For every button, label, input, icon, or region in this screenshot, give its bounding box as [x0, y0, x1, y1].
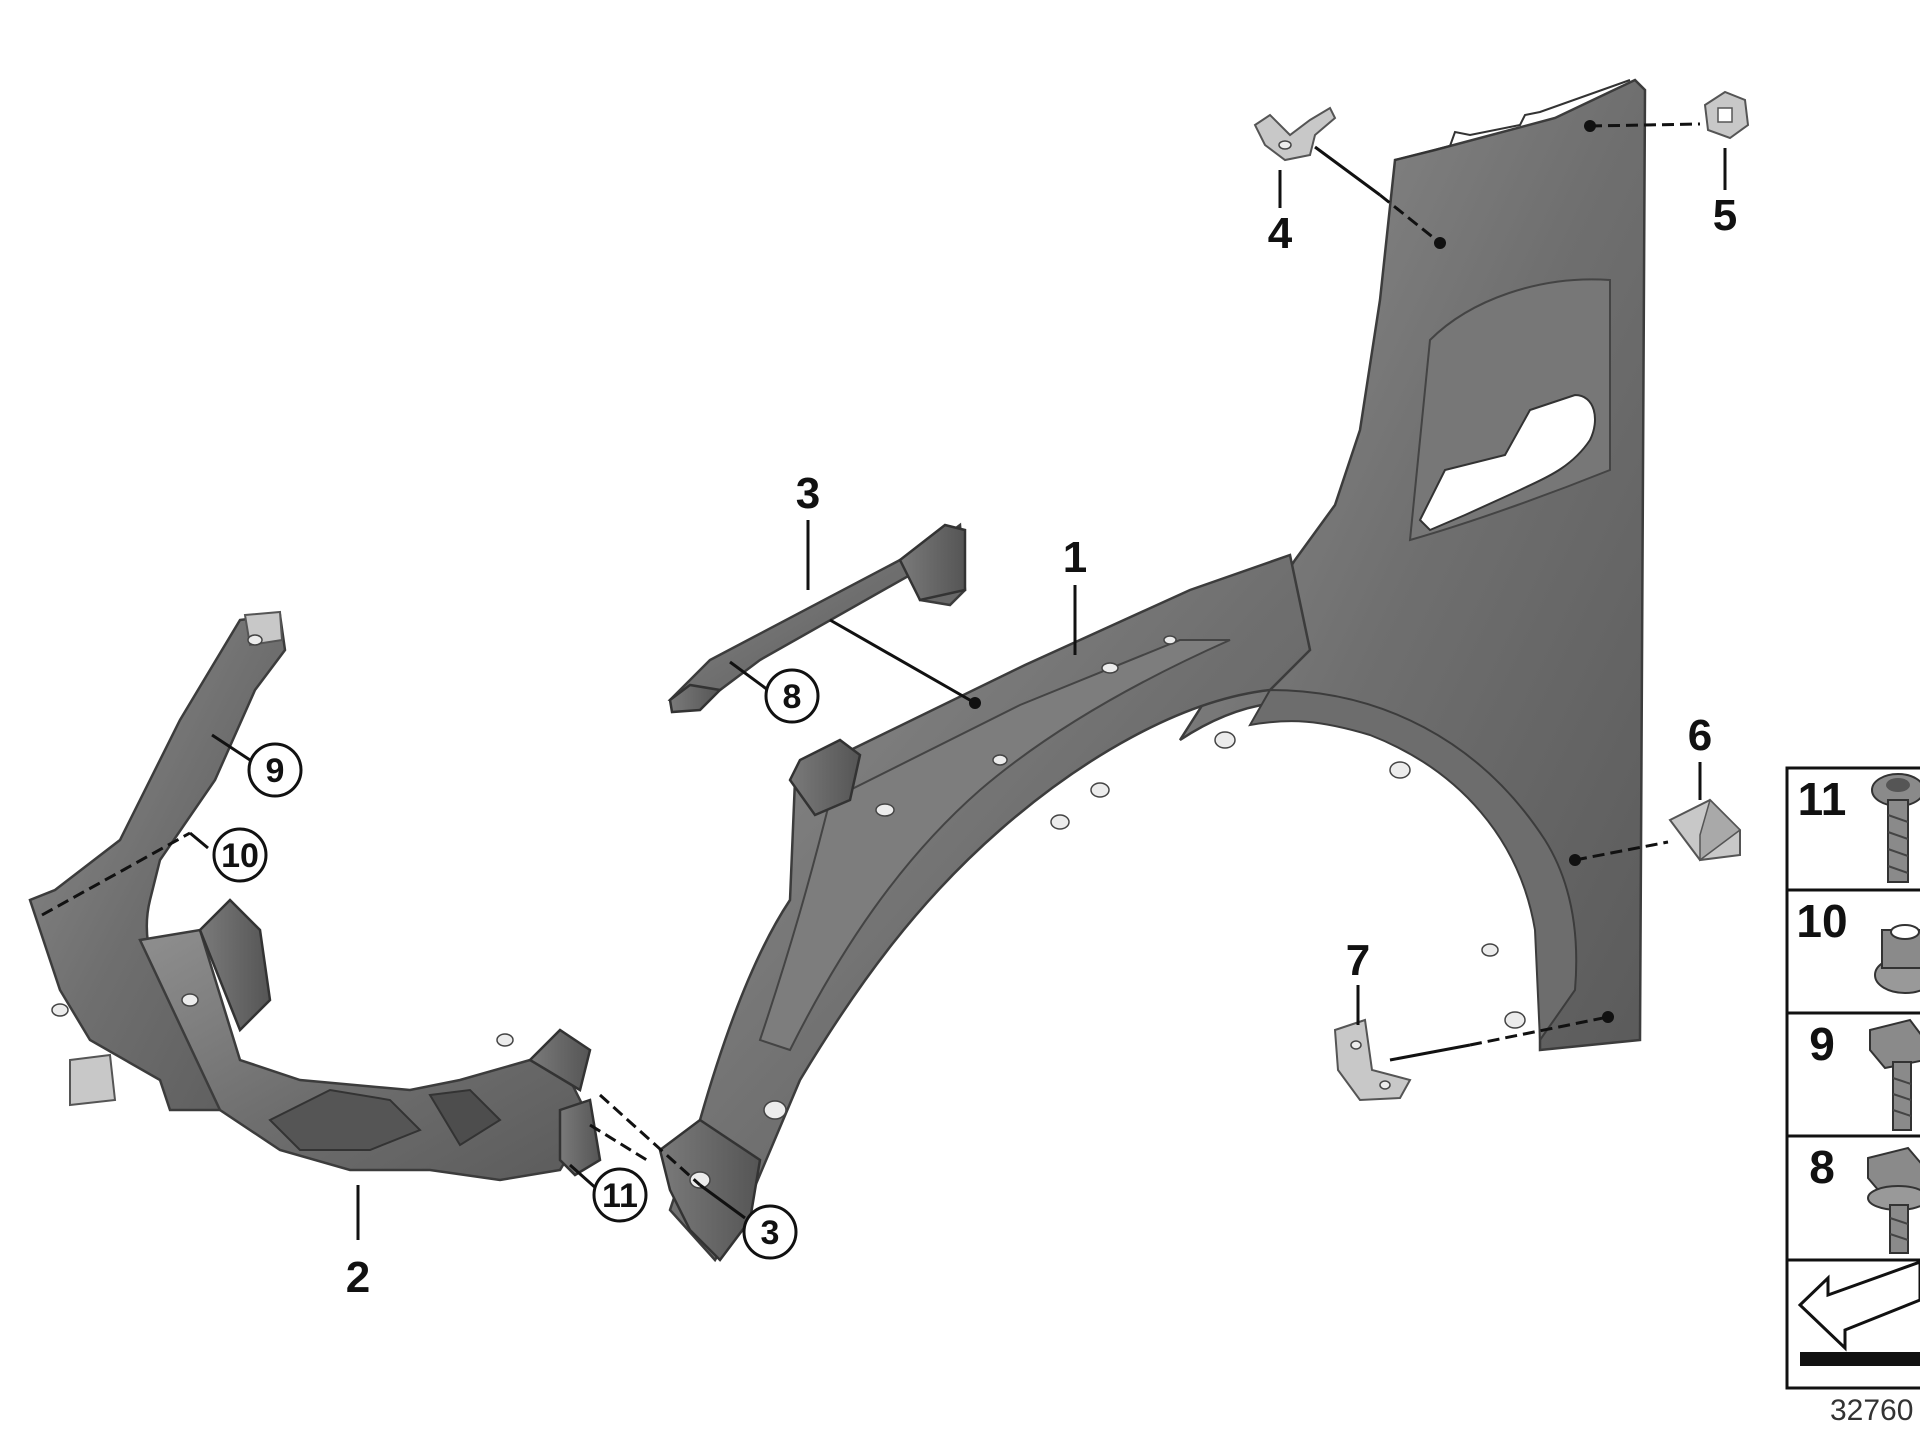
fastener-number-8: 8	[1809, 1141, 1835, 1193]
flange-nut-icon	[1874, 924, 1920, 994]
callout-8-circle	[764, 668, 820, 724]
callout-1: 1	[1063, 533, 1087, 582]
torx-screw-icon	[1871, 773, 1920, 883]
fastener-row-9: 9	[1809, 1018, 1920, 1131]
direction-arrow-icon	[1797, 1260, 1920, 1366]
front-carrier-bracket	[28, 610, 602, 1182]
callout-9: 9	[266, 752, 285, 790]
fastener-table: 11 10 9	[1785, 766, 1920, 1390]
callout-9-circle	[247, 742, 303, 798]
angle-bracket-part-7	[1333, 1018, 1412, 1102]
document-id: 32760	[1830, 1394, 1913, 1427]
callout-3-top: 3	[796, 469, 820, 518]
hex-collar-bolt-icon	[1867, 1146, 1920, 1254]
callout-4: 4	[1268, 209, 1293, 258]
callout-8: 8	[783, 678, 802, 716]
callout-11-circle	[592, 1167, 648, 1223]
fastener-row-8: 8	[1809, 1141, 1920, 1254]
callout-10-circle	[212, 827, 268, 883]
callout-labels: 1 2 3 4 5 6 7 8 9 10 11 3	[212, 191, 1737, 1302]
callout-11: 11	[602, 1177, 638, 1215]
fastener-number-10: 10	[1796, 895, 1847, 947]
hex-bolt-icon	[1869, 1018, 1920, 1131]
callout-6: 6	[1688, 711, 1712, 760]
callout-2: 2	[346, 1253, 370, 1302]
bracket-part-4	[1253, 106, 1337, 162]
callout-3-bottom-circle	[742, 1204, 798, 1260]
fastener-row-10: 10	[1796, 895, 1920, 994]
callout-7: 7	[1346, 936, 1370, 985]
fastener-row-11: 11	[1798, 773, 1920, 883]
angle-bracket-part-6	[1668, 798, 1742, 862]
leader-lines	[41, 120, 1727, 1240]
support-bracket	[667, 522, 967, 714]
wheel-arch-panel	[658, 78, 1647, 1263]
fastener-number-11: 11	[1798, 773, 1847, 825]
callout-3-bottom: 3	[761, 1214, 780, 1252]
clip-part-5	[1703, 90, 1750, 140]
callout-5: 5	[1713, 191, 1737, 240]
fastener-number-9: 9	[1809, 1018, 1835, 1070]
callout-10: 10	[221, 837, 259, 875]
